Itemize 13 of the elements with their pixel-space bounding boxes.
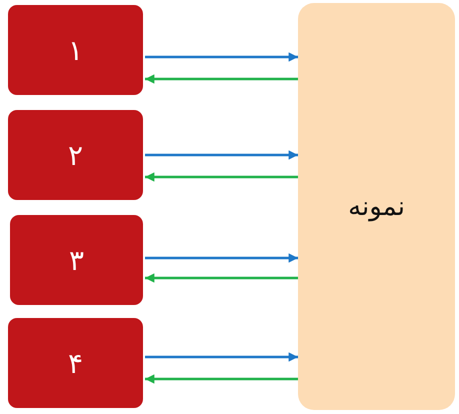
numbered-box: ۱ xyxy=(8,5,143,95)
numbered-box: ۳ xyxy=(10,215,143,305)
arrow xyxy=(145,74,298,84)
arrow xyxy=(145,374,298,384)
arrow xyxy=(145,52,298,62)
numbered-box: ۲ xyxy=(8,110,143,200)
numbered-box: ۴ xyxy=(8,318,143,408)
arrow xyxy=(145,253,298,263)
sample-box: نمونه xyxy=(298,3,455,410)
arrow xyxy=(145,150,298,160)
arrow xyxy=(145,172,298,182)
arrow xyxy=(145,352,298,362)
arrow xyxy=(145,273,298,283)
